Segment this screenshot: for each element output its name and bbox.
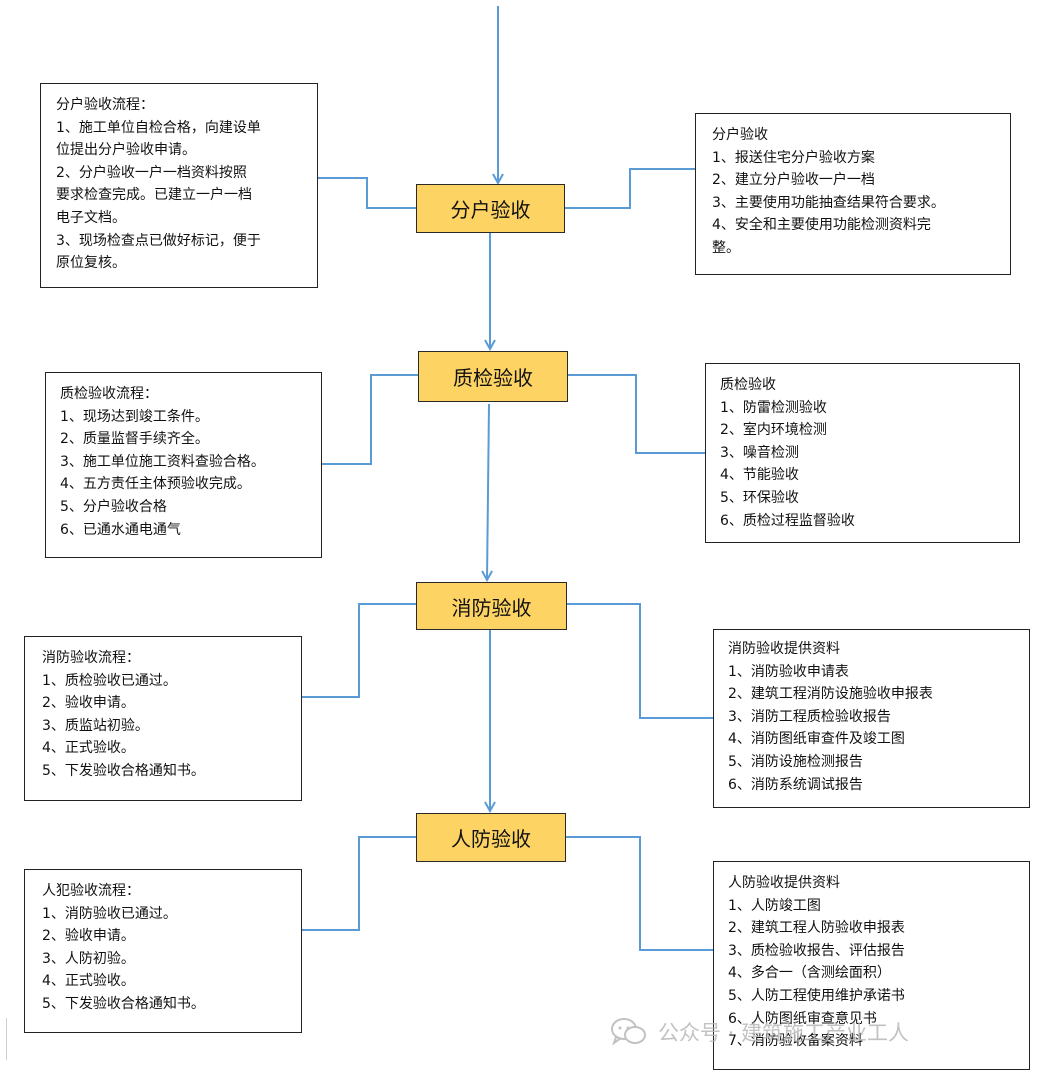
box-line: 3、现场检查点已做好标记，便于 [56,232,261,249]
left-box-quality-process: 质检验收流程： 1、现场达到竣工条件。 2、质量监督手续齐全。 3、施工单位施工… [45,372,322,558]
box-line: 2、验收申请。 [42,928,135,945]
box-line: 4、安全和主要使用功能检测资料完 [712,217,931,234]
stage-household-acceptance: 分户验收 [416,184,565,233]
box-line: 1、消防验收已通过。 [42,905,177,922]
stage-label: 消防验收 [451,595,532,620]
watermark-text: 公众号 · 建筑施工产业工人 [658,1021,910,1045]
left-connector-4 [302,836,416,931]
box-line: 要求检查完成。已建立一户一档 [56,187,252,204]
box-title: 分户验收 [712,127,768,143]
stage-label: 分户验收 [450,198,531,222]
right-box-fire-documents: 消防验收提供资料 1、消防验收申请表 2、建筑工程消防设施验收申报表 3、消防工… [713,629,1030,808]
stage-fire-acceptance: 消防验收 [416,582,567,630]
box-line: 2、验收申请。 [42,695,135,712]
right-connector-1 [565,168,695,209]
box-line: 3、主要使用功能抽查结果符合要求。 [712,194,945,211]
right-box-household-requirements: 分户验收 1、报送住宅分户验收方案 2、建立分户验收一户一档 3、主要使用功能抽… [695,113,1011,275]
left-box-civil-defense-process: 人犯验收流程： 1、消防验收已通过。 2、验收申请。 3、人防初验。 4、正式验… [24,869,302,1033]
box-line: 原位复核。 [56,255,126,272]
stage-label: 人防验收 [451,827,531,851]
box-line: 位提出分户验收申请。 [56,142,196,159]
box-line: 3、施工单位施工资料查验合格。 [60,453,265,470]
edge-mark [6,1018,7,1060]
box-line: 4、正式验收。 [42,973,135,990]
left-box-household-process: 分户验收流程： 1、施工单位自检合格，向建设单 位提出分户验收申请。 2、分户验… [40,83,318,288]
box-title: 消防验收流程： [42,650,140,666]
wechat-icon [611,1018,646,1046]
box-line: 4、多合一（含测绘面积） [728,965,891,982]
left-connector-2 [322,374,418,465]
box-line: 5、下发验收合格通知书。 [42,762,205,779]
box-line: 1、报送住宅分户验收方案 [712,149,875,166]
box-line: 2、建立分户验收一户一档 [712,172,875,189]
stage-civil-defense-acceptance: 人防验收 [416,813,566,862]
box-line: 4、消防图纸审查件及竣工图 [728,731,905,748]
flow-arrow-2 [487,403,489,580]
box-line: 3、人防初验。 [42,950,135,967]
box-line: 5、消防设施检测报告 [728,753,863,770]
box-line: 3、噪音检测 [720,444,799,461]
box-line: 3、质检验收报告、评估报告 [728,942,905,959]
left-box-fire-process: 消防验收流程： 1、质检验收已通过。 2、验收申请。 3、质监站初验。 4、正式… [24,636,302,801]
box-line: 2、建筑工程人防验收申报表 [728,920,905,937]
box-title: 人防验收提供资料 [728,875,840,891]
box-line: 整。 [712,239,740,256]
box-line: 5、环保验收 [720,489,799,506]
box-line: 4、节能验收 [720,467,799,484]
box-line: 3、质监站初验。 [42,717,149,734]
box-line: 6、消防系统调试报告 [728,776,863,793]
box-title: 消防验收提供资料 [728,641,840,657]
right-box-quality-items: 质检验收 1、防雷检测验收 2、室内环境检测 3、噪音检测 4、节能验收 5、环… [705,363,1020,543]
right-connector-2 [568,374,705,454]
box-line: 1、防雷检测验收 [720,399,827,416]
right-box-civil-defense-documents: 人防验收提供资料 1、人防竣工图 2、建筑工程人防验收申报表 3、质检验收报告、… [713,861,1030,1070]
left-connector-3 [302,603,416,698]
stage-quality-acceptance: 质检验收 [418,351,568,402]
box-line: 7、消防验收备案资料 [728,1033,863,1050]
box-line: 2、室内环境检测 [720,422,827,439]
box-line: 1、人防竣工图 [728,897,821,914]
box-line: 1、消防验收申请表 [728,663,849,680]
box-title: 质检验收 [720,377,776,393]
box-line: 2、质量监督手续齐全。 [60,431,209,448]
box-title: 分户验收流程： [56,97,154,113]
right-connector-4 [566,836,713,951]
stage-label: 质检验收 [453,366,533,390]
box-line: 4、正式验收。 [42,740,135,757]
right-connector-3 [567,603,713,719]
box-title: 人犯验收流程： [42,883,140,899]
box-line: 电子文档。 [56,209,126,226]
box-line: 5、人防工程使用维护承诺书 [728,987,905,1004]
box-line: 1、施工单位自检合格，向建设单 [56,119,261,136]
box-line: 1、现场达到竣工条件。 [60,408,209,425]
box-line: 6、质检过程监督验收 [720,512,855,529]
box-line: 6、已通水通电通气 [60,521,181,538]
box-line: 3、消防工程质检验收报告 [728,708,891,725]
box-title: 质检验收流程： [60,386,158,402]
watermark: 公众号 · 建筑施工产业工人 [610,1012,909,1052]
box-line: 1、质检验收已通过。 [42,672,177,689]
box-line: 5、分户验收合格 [60,498,167,515]
box-line: 5、下发验收合格通知书。 [42,995,205,1012]
box-line: 2、建筑工程消防设施验收申报表 [728,686,933,703]
box-line: 2、分户验收一户一档资料按照 [56,164,247,181]
box-line: 4、五方责任主体预验收完成。 [60,476,251,493]
box-line: 6、人防图纸审查意见书 [728,1010,877,1027]
left-connector-1 [318,177,416,209]
